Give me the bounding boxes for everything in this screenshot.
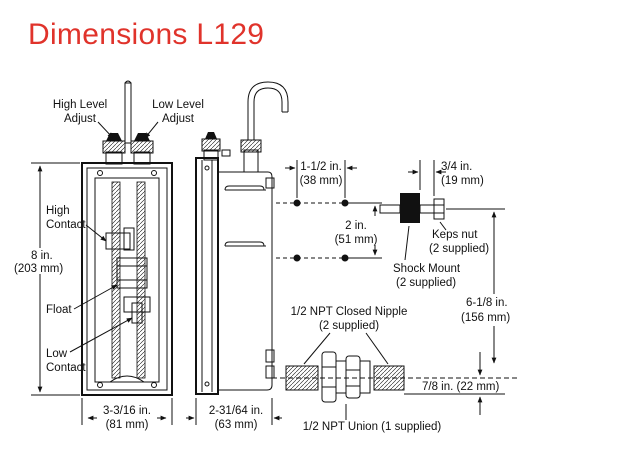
closed-nipple-callout: 1/2 NPT Closed Nipple (2 supplied) bbox=[291, 306, 408, 365]
label-low-contact-2: Contact bbox=[46, 362, 86, 374]
label-keps-nut-2: (2 supplied) bbox=[429, 243, 489, 255]
label-height-8-1: 8 in. bbox=[31, 250, 53, 262]
npt-fittings bbox=[272, 351, 520, 403]
label-closed-nipple-1: 1/2 NPT Closed Nipple bbox=[291, 306, 408, 318]
label-width-63-2: (63 mm) bbox=[215, 419, 258, 431]
label-union: 1/2 NPT Union (1 supplied) bbox=[303, 421, 442, 433]
label-shock-mount-1: Shock Mount bbox=[393, 263, 461, 275]
label-spacing-38-2: (38 mm) bbox=[300, 175, 343, 187]
dim-2-in: 2 in. (51 mm) bbox=[335, 202, 382, 259]
dim-2-31-64-in: 2-31/64 in. (63 mm) bbox=[186, 398, 282, 431]
label-spacing-38-1: 1-1/2 in. bbox=[300, 161, 342, 173]
label-float: Float bbox=[46, 304, 72, 316]
label-closed-nipple-2: (2 supplied) bbox=[319, 320, 379, 332]
label-height-156-1: 6-1/8 in. bbox=[466, 297, 508, 309]
page-title: Dimensions L129 bbox=[28, 18, 265, 51]
label-height-8-2: (203 mm) bbox=[14, 263, 63, 275]
label-high-contact-2: Contact bbox=[46, 219, 86, 231]
dim-8-in: 8 in. (203 mm) bbox=[14, 162, 80, 396]
label-high-level-adjust-1: High Level bbox=[53, 99, 107, 111]
mounting-holes bbox=[276, 199, 355, 262]
label-low-level-adjust-2: Adjust bbox=[162, 113, 195, 125]
side-view bbox=[195, 81, 289, 395]
label-high-level-adjust-2: Adjust bbox=[64, 113, 97, 125]
label-spacing-19-1: 3/4 in. bbox=[441, 161, 472, 173]
label-spacing-51-1: 2 in. bbox=[345, 220, 367, 232]
label-width-63-1: 2-31/64 in. bbox=[209, 405, 263, 417]
shock-mount: Shock Mount (2 supplied) Keps nut (2 sup… bbox=[379, 193, 489, 289]
front-view-callouts: High Level Adjust Low Level Adjust High … bbox=[46, 99, 204, 374]
label-width-81-2: (81 mm) bbox=[106, 419, 149, 431]
label-spacing-51-2: (51 mm) bbox=[335, 234, 378, 246]
label-spacing-19-2: (19 mm) bbox=[441, 175, 484, 187]
label-shock-mount-2: (2 supplied) bbox=[396, 277, 456, 289]
label-high-contact-1: High bbox=[46, 205, 70, 217]
label-low-contact-1: Low bbox=[46, 348, 68, 360]
dim-3-3-16-in: 3-3/16 in. (81 mm) bbox=[81, 398, 173, 431]
label-height-22: 7/8 in. (22 mm) bbox=[422, 381, 499, 393]
dim-7-8-in: 7/8 in. (22 mm) bbox=[404, 352, 505, 415]
label-low-level-adjust-1: Low Level bbox=[152, 99, 204, 111]
dim-3-4-in: 3/4 in. (19 mm) bbox=[408, 160, 484, 196]
label-width-81-1: 3-3/16 in. bbox=[103, 405, 151, 417]
front-view bbox=[81, 80, 173, 396]
label-keps-nut-1: Keps nut bbox=[432, 229, 478, 241]
dim-6-1-8-in: 6-1/8 in. (156 mm) bbox=[446, 208, 510, 364]
dim-1-1-2-in: 1-1/2 in. (38 mm) bbox=[285, 160, 357, 198]
union-callout: 1/2 NPT Union (1 supplied) bbox=[303, 404, 442, 433]
label-height-156-2: (156 mm) bbox=[461, 312, 510, 324]
